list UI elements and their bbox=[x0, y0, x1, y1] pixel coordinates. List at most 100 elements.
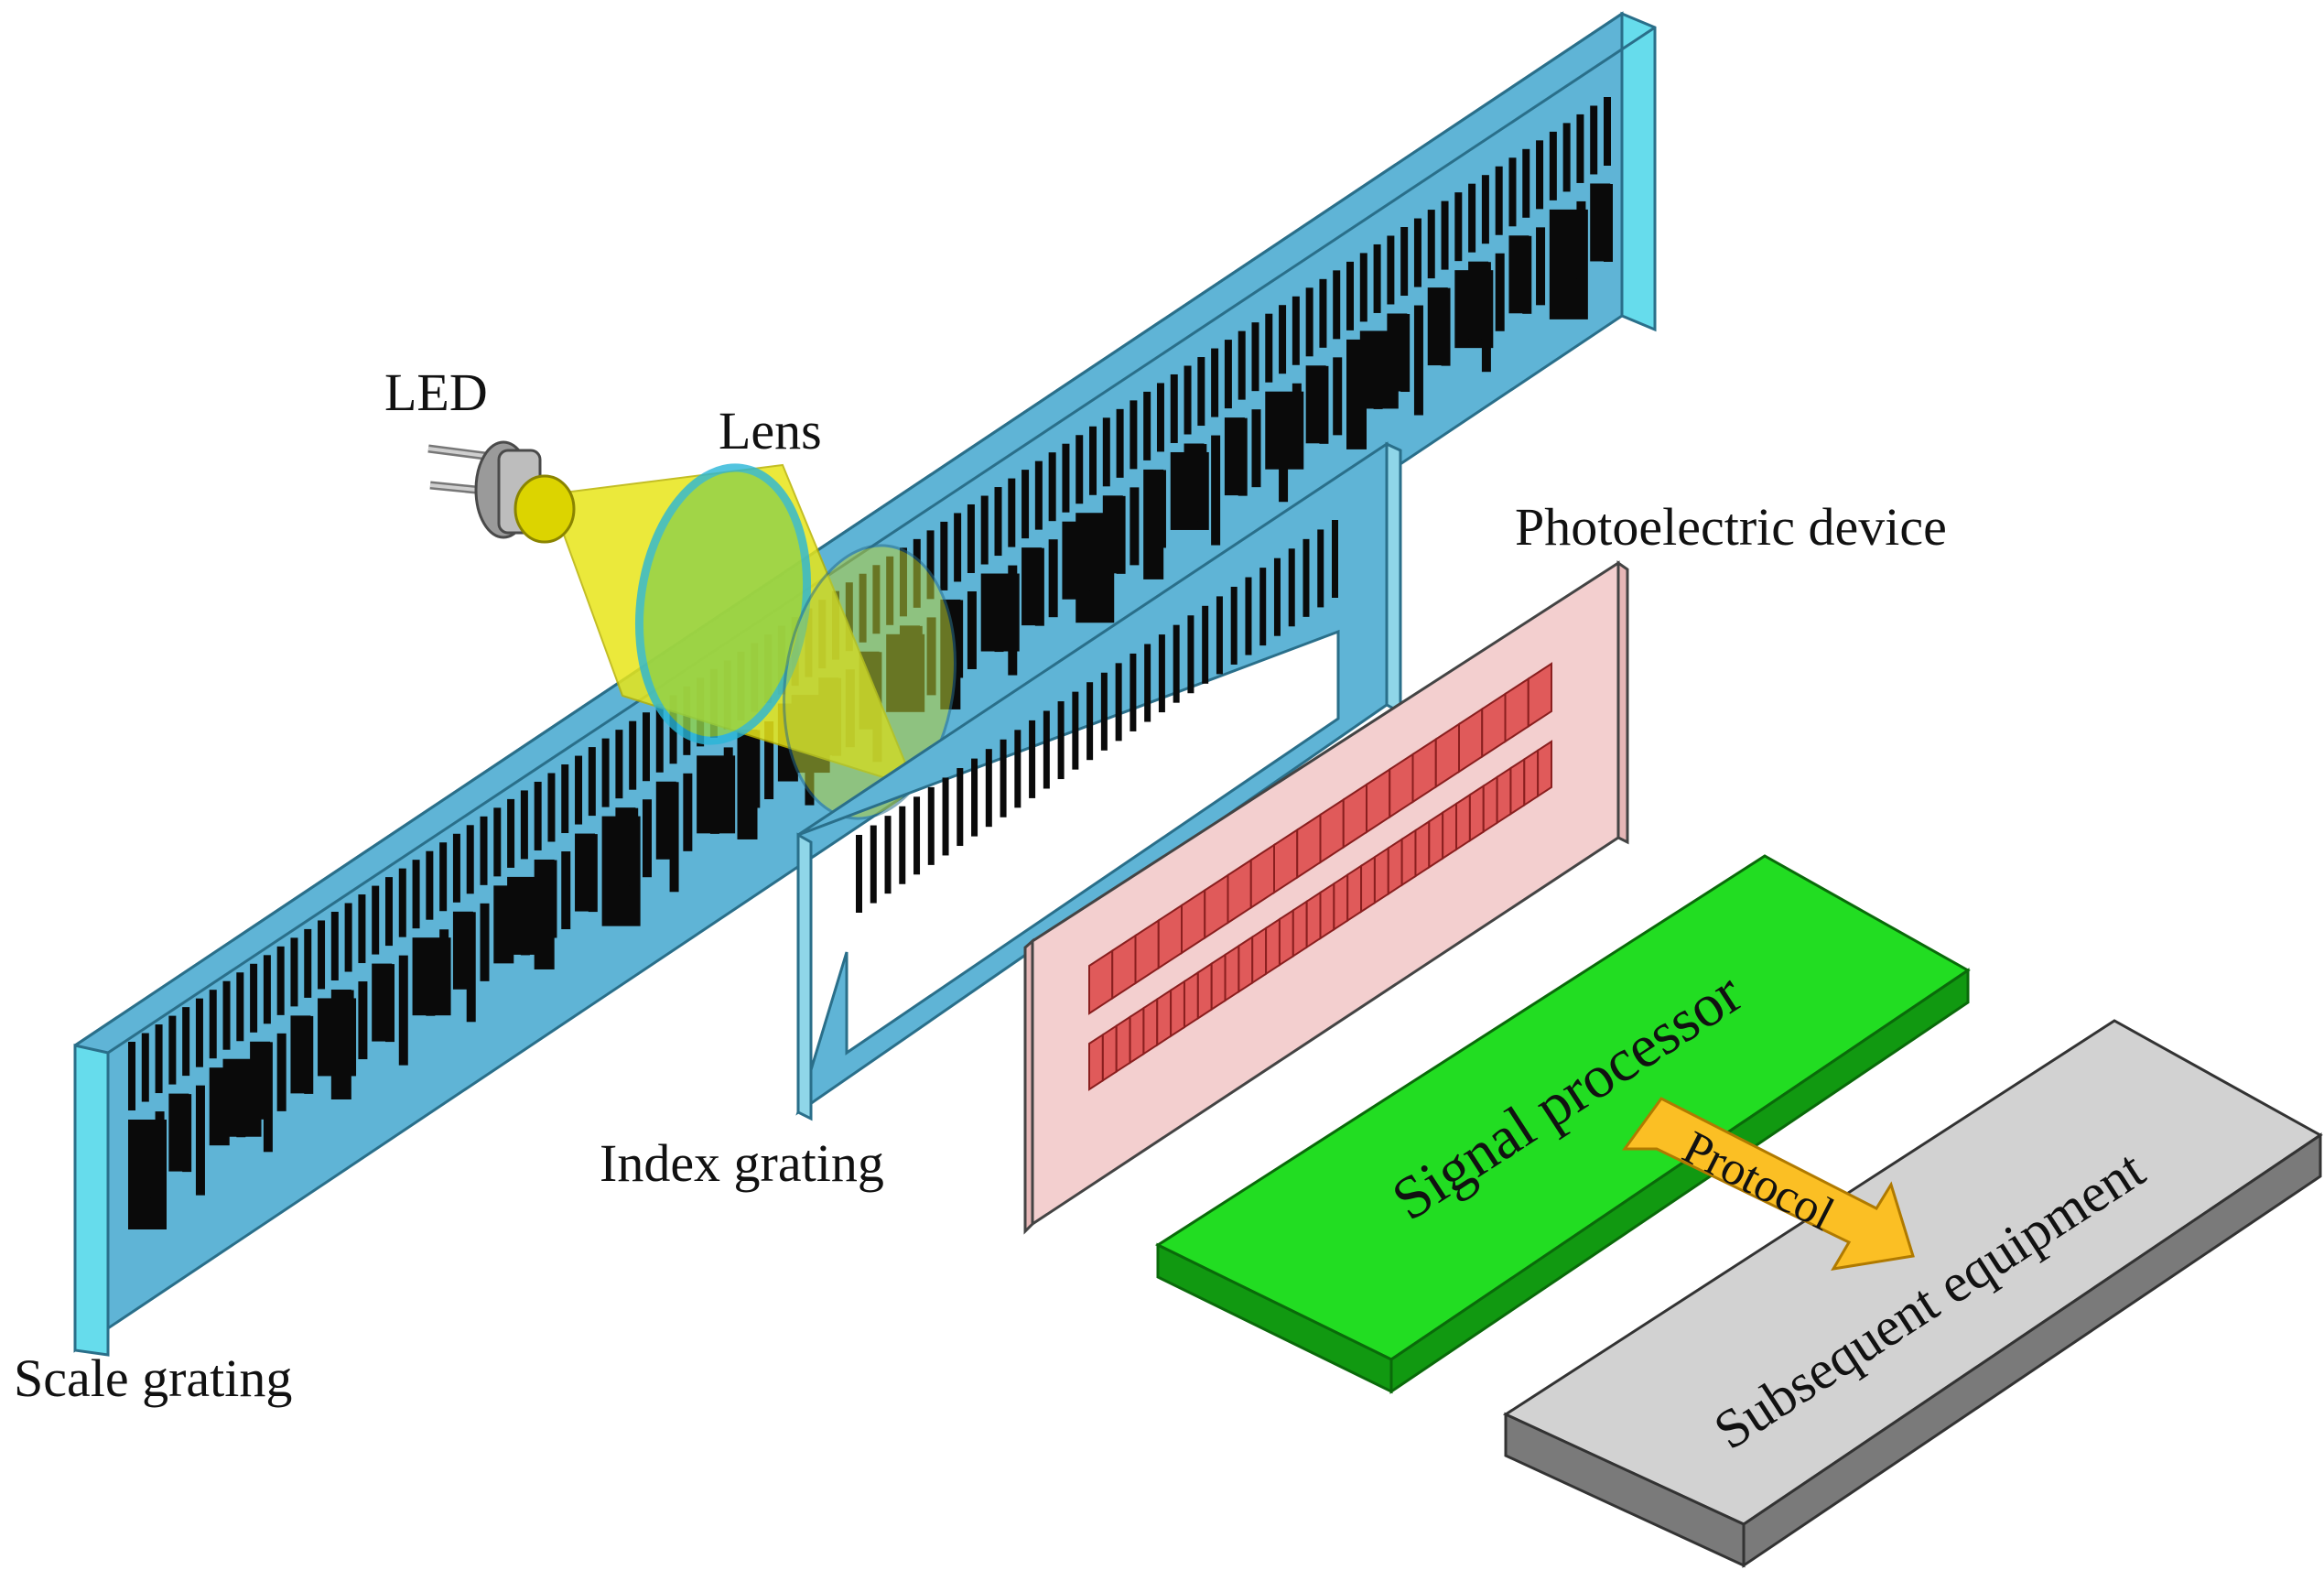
scale-code-bar bbox=[263, 1042, 273, 1153]
index-bar bbox=[1158, 634, 1165, 713]
scale-fine-bar bbox=[1238, 330, 1246, 400]
scale-fine-bar bbox=[1034, 460, 1043, 530]
scale-code-bar bbox=[764, 721, 774, 800]
scale-fine-bar bbox=[629, 720, 637, 790]
scale-code-bar bbox=[1333, 357, 1343, 436]
index-bar bbox=[1317, 529, 1324, 608]
scale-fine-bar bbox=[1319, 278, 1327, 348]
scale-fine-bar bbox=[1522, 148, 1530, 218]
scale-fine-bar bbox=[263, 955, 271, 1024]
photo-cell bbox=[1346, 864, 1363, 923]
scale-fine-bar bbox=[1359, 253, 1367, 322]
scale-code-bar bbox=[1292, 383, 1302, 461]
photo-cell bbox=[1333, 872, 1349, 932]
scale-fine-bar bbox=[1495, 166, 1503, 235]
scale-fine-bar bbox=[1130, 400, 1138, 470]
index-bar bbox=[1072, 691, 1079, 770]
index-bar bbox=[971, 758, 978, 837]
subsequent-equipment-side bbox=[1742, 1132, 2322, 1568]
photo-cell bbox=[1292, 899, 1308, 958]
scale-fine-bar bbox=[1481, 175, 1489, 244]
index-bar bbox=[913, 796, 921, 875]
index-bar bbox=[1057, 701, 1065, 780]
index-bar bbox=[1173, 624, 1180, 703]
scale-code-bar bbox=[344, 990, 354, 1068]
scale-fine-bar bbox=[1562, 123, 1571, 192]
scale-code-bar bbox=[683, 773, 693, 851]
scale-fine-bar bbox=[1604, 97, 1611, 166]
scale-fine-bar bbox=[547, 773, 556, 842]
index-bar bbox=[1187, 615, 1194, 694]
photo-cell bbox=[1305, 891, 1322, 949]
photo-cell bbox=[1196, 961, 1213, 1021]
scale-fine-bar bbox=[588, 747, 596, 817]
index-bar bbox=[1014, 730, 1021, 808]
index-bar bbox=[1000, 739, 1007, 817]
photo-cell bbox=[1414, 819, 1431, 878]
scale-fine-bar bbox=[1062, 443, 1070, 513]
scale-fine-bar bbox=[318, 920, 326, 990]
photoelectric-device bbox=[1023, 560, 1629, 1235]
photo-cell bbox=[1142, 997, 1159, 1056]
index-bar bbox=[1259, 568, 1267, 646]
scale-fine-bar bbox=[1008, 478, 1016, 547]
scale-code-bar bbox=[1089, 513, 1099, 591]
scale-fine-bar bbox=[1021, 470, 1030, 539]
scale-code-bar bbox=[466, 912, 476, 1023]
photo-cell bbox=[1278, 908, 1294, 967]
scale-code-bar bbox=[1251, 409, 1261, 488]
led-icon bbox=[427, 440, 576, 544]
scale-fine-bar bbox=[980, 495, 989, 565]
scale-fine-bar bbox=[155, 1024, 163, 1094]
scale-fine-bar bbox=[384, 877, 393, 947]
scale-fine-bar bbox=[182, 1007, 190, 1077]
scale-code-bar bbox=[547, 860, 557, 938]
scale-code-bar bbox=[480, 903, 490, 981]
scale-code-bar bbox=[1481, 262, 1491, 373]
scale-code-bar bbox=[1576, 200, 1586, 279]
scale-fine-bar bbox=[994, 487, 1002, 557]
scale-code-bar bbox=[588, 834, 598, 913]
scale-fine-bar bbox=[967, 503, 975, 573]
scale-fine-bar bbox=[926, 530, 935, 600]
scale-code-bar bbox=[520, 877, 530, 956]
scale-code-bar bbox=[1116, 495, 1126, 574]
signal-processor-side bbox=[1389, 968, 1970, 1394]
photo-cell bbox=[1537, 740, 1552, 798]
photo-cell bbox=[1455, 793, 1471, 851]
index-bar bbox=[1029, 720, 1036, 798]
photo-cell bbox=[1496, 766, 1512, 825]
scale-fine-bar bbox=[642, 712, 650, 782]
scale-fine-bar bbox=[1143, 391, 1151, 460]
scale-fine-bar bbox=[236, 972, 244, 1042]
scale-fine-bar bbox=[1170, 374, 1178, 443]
index-grating-label: Index grating bbox=[600, 1133, 884, 1193]
index-bar bbox=[1303, 538, 1310, 617]
index-bar bbox=[1332, 520, 1338, 598]
scale-fine-bar bbox=[168, 1015, 177, 1085]
scale-fine-bar bbox=[1116, 408, 1124, 478]
scale-fine-bar bbox=[412, 860, 420, 929]
scale-fine-bar bbox=[480, 816, 488, 885]
scale-fine-bar bbox=[1197, 357, 1205, 427]
scale-code-bar bbox=[398, 955, 408, 1066]
led-label: LED bbox=[384, 363, 488, 422]
signal-processor bbox=[1154, 854, 1971, 1394]
scale-fine-bar bbox=[1305, 287, 1313, 357]
photo-cell bbox=[1115, 1015, 1131, 1074]
index-bar bbox=[1288, 548, 1295, 627]
scale-grating-label: Scale grating bbox=[14, 1348, 292, 1408]
scale-fine-bar bbox=[1346, 261, 1355, 330]
photo-cell bbox=[1265, 917, 1281, 976]
scale-code-bar bbox=[236, 1059, 246, 1138]
photo-cell bbox=[1224, 944, 1240, 1002]
photo-cell bbox=[1482, 774, 1498, 834]
scale-code-bar bbox=[1522, 235, 1532, 314]
scale-fine-bar bbox=[1373, 244, 1381, 313]
scale-fine-bar bbox=[534, 781, 542, 850]
scale-fine-bar bbox=[128, 1042, 135, 1110]
scale-fine-bar bbox=[1508, 157, 1517, 227]
scale-code-bar bbox=[1562, 210, 1573, 288]
scale-fine-bar bbox=[507, 798, 515, 868]
